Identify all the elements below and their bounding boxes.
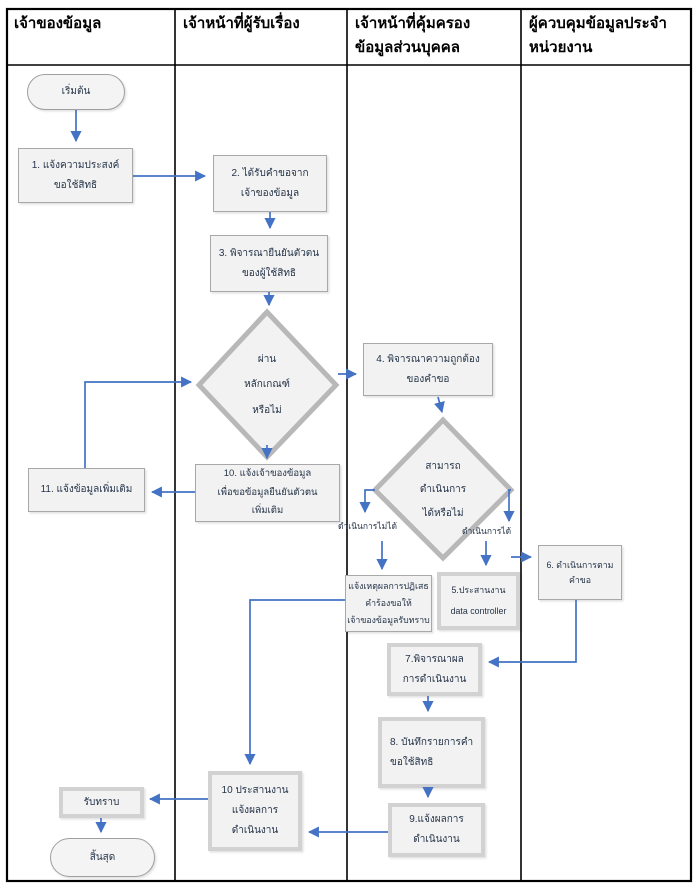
edge-label-cannot-proceed: ดำเนินการไม่ได้ [338,521,397,531]
step-10-coordinate-box: 10 ประสานงาน แจ้งผลการ ดำเนินงาน [208,771,302,851]
step-5-box: 5.ประสานงาน data controller [437,572,520,630]
decision-criteria-label: ผ่าน หลักเกณฑ์ หรือไม่ [244,353,290,416]
step-3-box: 3. พิจารณายืนยันตัวตน ของผู้ใช้สิทธิ [210,235,328,292]
step-8-box: 8. บันทึกรายการคำ ขอใช้สิทธิ [378,717,485,788]
decision-diamond-can-proceed [371,416,515,562]
lane-header-data-owner: เจ้าของข้อมูล [14,15,102,32]
lane-header-receiving-officer: เจ้าหน้าที่ผู้รับเรื่อง [183,15,300,32]
step-4-box: 4. พิจารณาความถูกต้อง ของคำขอ [363,343,493,396]
step-1-box: 1. แจ้งความประสงค์ ขอใช้สิทธิ [18,148,133,203]
step-7-box: 7.พิจารณาผล การดำเนินงาน [387,643,482,696]
lane-header-dpo: เจ้าหน้าที่คุ้มครอง ข้อมูลส่วนบุคคล [355,15,471,56]
step-2-box: 2. ได้รับคำขอจาก เจ้าของข้อมูล [213,155,327,212]
table-outer-border [5,7,693,883]
step-6-box: 6. ดำเนินการตามคำขอ [538,545,622,600]
lane-header-data-controller: ผู้ควบคุมข้อมูลประจำ หน่วยงาน [529,15,667,56]
acknowledge-box: รับทราบ [59,787,144,818]
end-terminator: สิ้นสุด [50,838,155,877]
reject-notice-box: แจ้งเหตุผลการปฏิเสธ คำร้องขอให้ เจ้าของข… [345,575,432,632]
start-terminator: เริ่มต้น [27,74,125,110]
decision-can-proceed-label: สามารถ ดำเนินการ ได้หรือไม่ [419,460,467,519]
step-10-request-more-box: 10. แจ้งเจ้าของข้อมูล เพื่อขอข้อมูลยืนยั… [195,464,340,522]
edge-label-can-proceed: ดำเนินการได้ [462,526,512,536]
step-11-box: 11. แจ้งข้อมูลเพิ่มเติม [28,468,145,512]
step-9-box: 9.แจ้งผลการ ดำเนินงาน [388,803,485,857]
